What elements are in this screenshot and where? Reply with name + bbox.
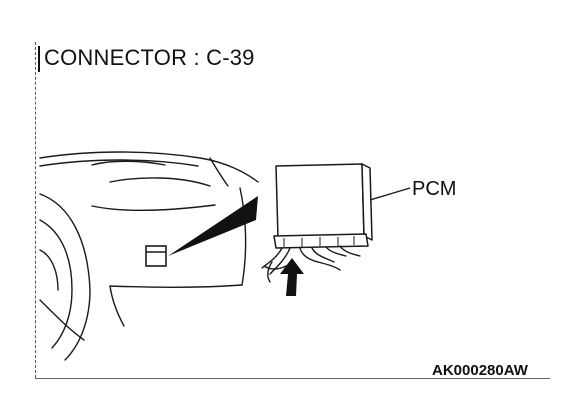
connector-c39-location [145,245,167,267]
frame-left-border [35,42,36,378]
callout-wedge [168,196,258,256]
reference-code: AK000280AW [432,362,528,379]
pcm-label: PCM [412,178,457,200]
upward-arrow-icon [280,258,304,296]
connector-title: CONNECTOR : C-39 [44,45,255,70]
pcm-leader-line [369,187,411,201]
dashboard-outline-illustration [39,151,259,361]
pcm-module-illustration [273,163,373,249]
frame-bottom-border [35,378,550,379]
title-marker [38,46,40,72]
wiring-harness [261,245,361,283]
